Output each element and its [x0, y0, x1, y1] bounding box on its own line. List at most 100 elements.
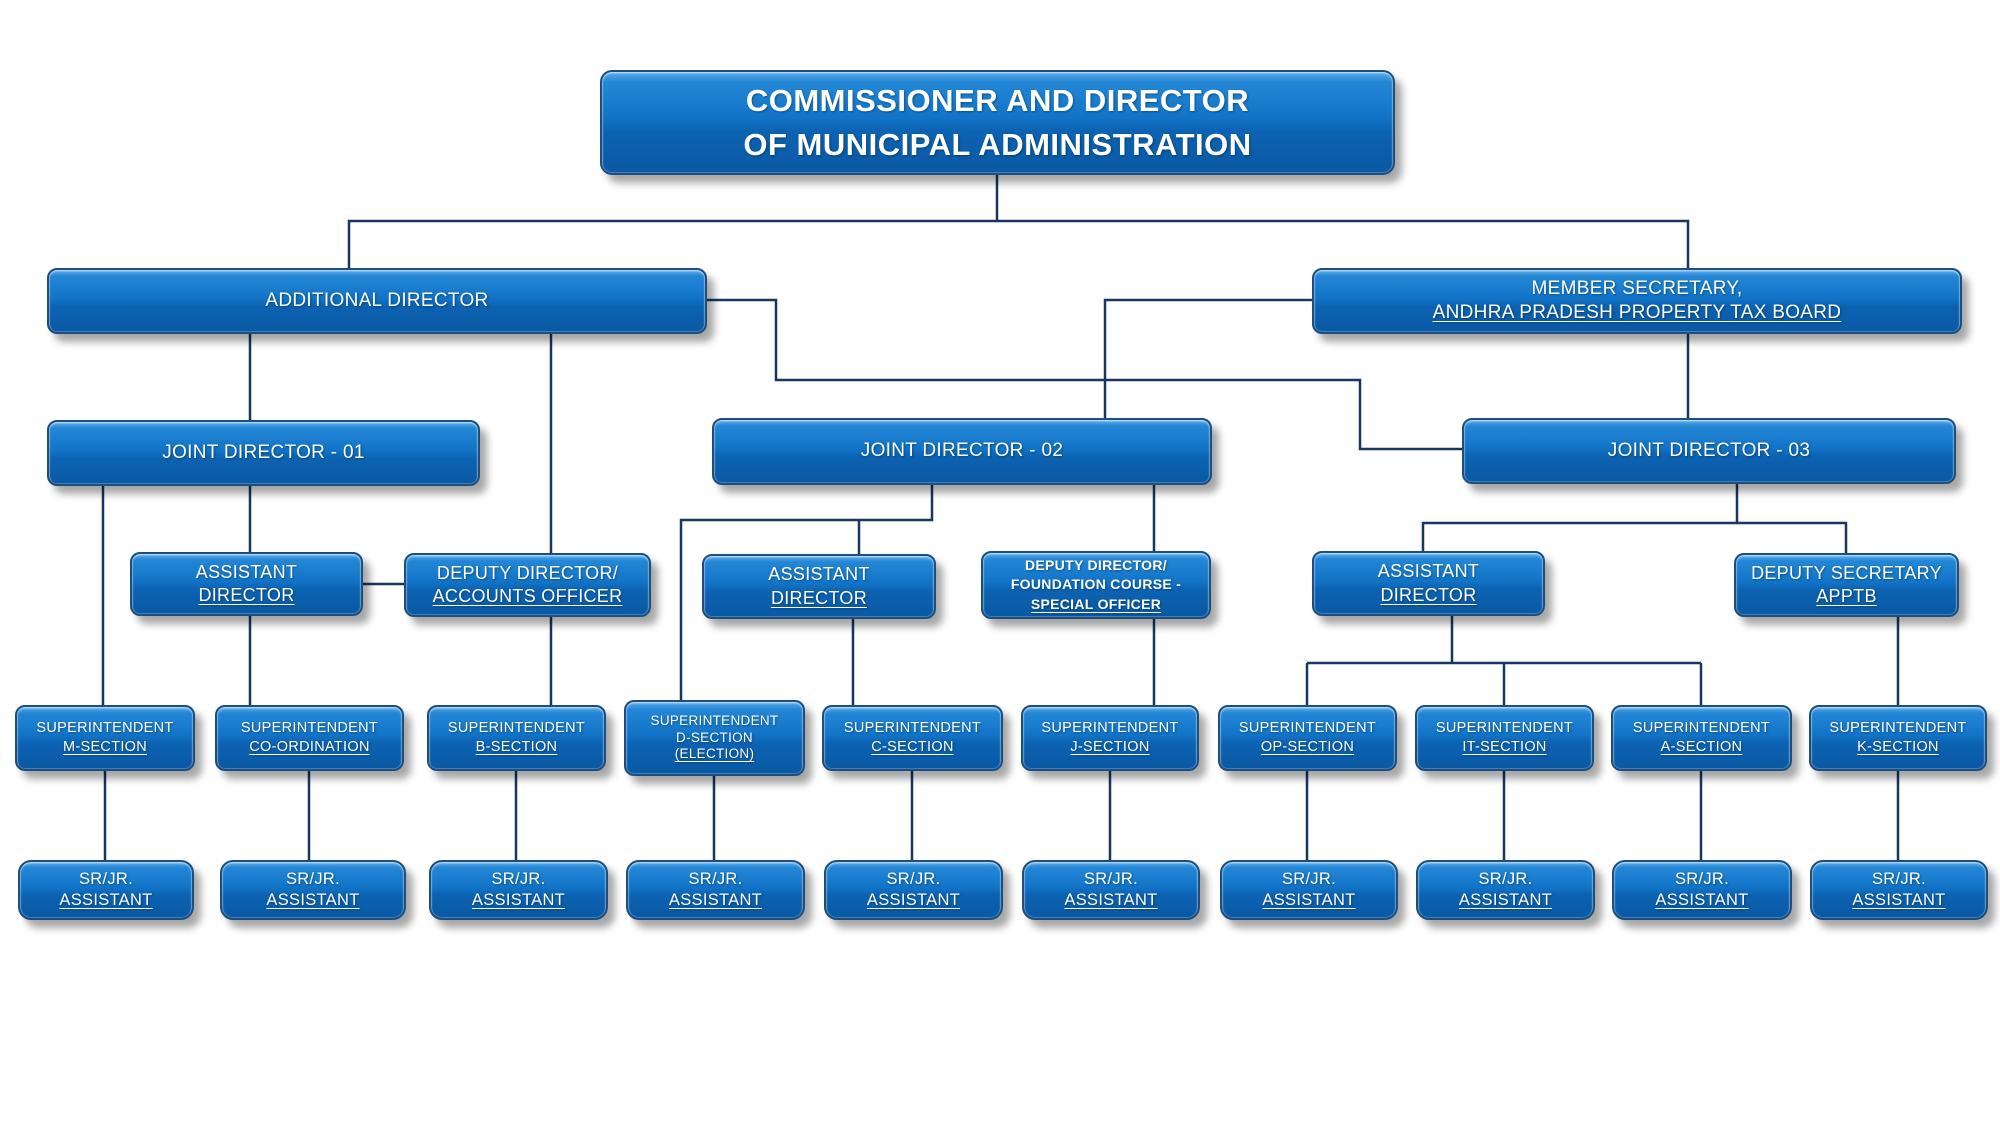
- org-node-label-line: B-SECTION: [475, 739, 558, 755]
- org-node-label-line: APPTB: [1816, 586, 1877, 606]
- org-node-label-line: SUPERINTENDENT: [1238, 719, 1377, 736]
- org-node-label-line: ASSISTANT: [866, 891, 961, 909]
- org-node-label-line: SR/JR.: [1281, 869, 1337, 888]
- org-node-superintendent-a-section: SUPERINTENDENT A-SECTION: [1611, 705, 1792, 771]
- org-node-superintendent-b-section: SUPERINTENDENT B-SECTION: [427, 705, 606, 771]
- org-node-label-line: ASSISTANT: [1458, 891, 1553, 909]
- org-node-label-line: ASSISTANT: [768, 564, 870, 585]
- org-node-label-line: DIRECTOR: [198, 585, 295, 605]
- org-node-label-line: DEPUTY DIRECTOR/: [1025, 556, 1167, 573]
- org-node-label-line: ADDITIONAL DIRECTOR: [265, 289, 489, 311]
- org-node-label-line: ASSISTANT: [266, 891, 360, 909]
- org-node-label-line: ASSISTANT: [1655, 891, 1749, 909]
- org-node-member-secretary: MEMBER SECRETARY, ANDHRA PRADESH PROPERTY…: [1312, 268, 1962, 334]
- connector-line: [707, 298, 1462, 451]
- org-node-label-line: SR/JR.: [285, 869, 341, 888]
- org-node-label-line: CO-ORDINATION: [249, 739, 370, 755]
- org-node-label-line: JOINT DIRECTOR - 03: [1607, 439, 1811, 461]
- org-node-sr-jr-assistant-5: SR/JR. ASSISTANT: [824, 860, 1003, 920]
- org-node-sr-jr-assistant-2: SR/JR. ASSISTANT: [220, 860, 406, 920]
- org-node-label-line: OP-SECTION: [1260, 739, 1355, 755]
- org-node-label-line: DIRECTOR: [1380, 584, 1477, 605]
- org-node-label-line: ASSISTANT: [59, 891, 153, 909]
- org-node-superintendent-m-section: SUPERINTENDENT M-SECTION: [15, 705, 195, 771]
- org-node-label-line: SR/JR.: [1083, 869, 1139, 888]
- org-node-superintendent-co-ordination: SUPERINTENDENT CO-ORDINATION: [215, 705, 404, 771]
- org-node-label-line: MEMBER SECRETARY,: [1531, 277, 1743, 299]
- org-node-label-line: (ELECTION): [674, 746, 755, 762]
- org-node-label-line: M-SECTION: [62, 739, 148, 755]
- org-node-label-line: DEPUTY DIRECTOR/: [436, 562, 619, 583]
- connector-line: [347, 219, 1690, 268]
- org-node-label-line: SR/JR.: [1478, 869, 1533, 888]
- org-node-label-line: JOINT DIRECTOR - 01: [162, 441, 365, 463]
- org-node-label-line: ACCOUNTS OFFICER: [432, 586, 623, 606]
- org-node-label-line: SR/JR.: [78, 869, 134, 888]
- org-node-label-line: DEPUTY SECRETARY: [1751, 562, 1942, 583]
- org-node-assistant-director-1: ASSISTANT DIRECTOR: [130, 552, 363, 616]
- org-node-label-line: SUPERINTENDENT: [1632, 719, 1771, 736]
- org-node-superintendent-j-section: SUPERINTENDENT J-SECTION: [1021, 705, 1199, 771]
- org-node-sr-jr-assistant-9: SR/JR. ASSISTANT: [1612, 860, 1792, 920]
- org-node-label-line: J-SECTION: [1070, 739, 1150, 755]
- org-node-label-line: SUPERINTENDENT: [1829, 719, 1967, 736]
- org-node-label-line: ASSISTANT: [1262, 891, 1356, 909]
- org-node-joint-director-03: JOINT DIRECTOR - 03: [1462, 418, 1956, 484]
- org-node-label-line: SR/JR.: [491, 869, 546, 888]
- org-node-label-line: ASSISTANT: [1852, 891, 1946, 909]
- org-node-label-line: SUPERINTENDENT: [240, 719, 379, 736]
- org-node-label-line: COMMISSIONER AND DIRECTOR: [745, 83, 1250, 119]
- org-node-deputy-secretary-apptb: DEPUTY SECRETARY APPTB: [1734, 553, 1959, 617]
- connector-line: [1103, 298, 1312, 418]
- org-node-label-line: SUPERINTENDENT: [1435, 719, 1574, 736]
- org-node-label-line: SR/JR.: [1674, 869, 1730, 888]
- connector-line: [1737, 521, 1848, 553]
- org-node-label-line: ASSISTANT: [195, 561, 298, 582]
- org-node-label-line: SUPERINTENDENT: [447, 719, 586, 736]
- org-node-deputy-director-accounts-officer: DEPUTY DIRECTOR/ACCOUNTS OFFICER: [404, 553, 651, 617]
- org-node-superintendent-c-section: SUPERINTENDENT C-SECTION: [822, 705, 1003, 771]
- org-node-sr-jr-assistant-8: SR/JR. ASSISTANT: [1416, 860, 1595, 920]
- org-node-label-line: SPECIAL OFFICER: [1030, 595, 1162, 612]
- org-node-sr-jr-assistant-10: SR/JR. ASSISTANT: [1810, 860, 1988, 920]
- org-node-deputy-director-foundation-course: DEPUTY DIRECTOR/FOUNDATION COURSE - SPECI…: [981, 551, 1211, 619]
- org-node-superintendent-op-section: SUPERINTENDENT OP-SECTION: [1218, 705, 1397, 771]
- org-node-additional-director: ADDITIONAL DIRECTOR: [47, 268, 707, 334]
- org-node-label-line: SUPERINTENDENT: [843, 719, 982, 736]
- org-node-label-line: ANDHRA PRADESH PROPERTY TAX BOARD: [1432, 302, 1842, 323]
- org-node-joint-director-02: JOINT DIRECTOR - 02: [712, 418, 1212, 485]
- org-node-label-line: IT-SECTION: [1462, 739, 1547, 755]
- org-node-label-line: ASSISTANT: [1377, 561, 1480, 582]
- org-node-label-line: SR/JR.: [886, 869, 941, 888]
- connector-line: [1421, 484, 1739, 551]
- org-node-sr-jr-assistant-4: SR/JR. ASSISTANT: [626, 860, 805, 920]
- org-node-sr-jr-assistant-7: SR/JR. ASSISTANT: [1220, 860, 1398, 920]
- org-node-label-line: K-SECTION: [1857, 739, 1939, 755]
- org-node-label-line: A-SECTION: [1660, 739, 1743, 755]
- connector-line: [679, 485, 934, 700]
- org-node-label-line: SUPERINTENDENT: [36, 719, 174, 736]
- org-node-label-line: ASSISTANT: [668, 891, 763, 909]
- org-node-superintendent-it-section: SUPERINTENDENT IT-SECTION: [1415, 705, 1594, 771]
- org-node-label-line: SR/JR.: [1871, 869, 1927, 888]
- org-node-label-line: ASSISTANT: [1064, 891, 1158, 909]
- org-node-label-line: D-SECTION: [676, 729, 753, 745]
- org-node-label-line: SUPERINTENDENT: [1041, 719, 1179, 736]
- org-node-label-line: C-SECTION: [871, 739, 954, 755]
- org-node-label-line: JOINT DIRECTOR - 02: [860, 440, 1064, 462]
- org-node-label-line: ASSISTANT: [471, 891, 566, 909]
- org-node-sr-jr-assistant-6: SR/JR. ASSISTANT: [1022, 860, 1200, 920]
- org-node-joint-director-01: JOINT DIRECTOR - 01: [47, 420, 480, 486]
- org-node-sr-jr-assistant-1: SR/JR. ASSISTANT: [18, 860, 194, 920]
- org-node-label-line: SR/JR.: [688, 869, 743, 888]
- org-node-label-line: SUPERINTENDENT: [650, 713, 779, 729]
- org-node-label-line: DIRECTOR: [770, 587, 868, 608]
- org-node-superintendent-k-section: SUPERINTENDENT K-SECTION: [1809, 705, 1987, 771]
- org-node-label-line: FOUNDATION COURSE -: [1010, 576, 1182, 593]
